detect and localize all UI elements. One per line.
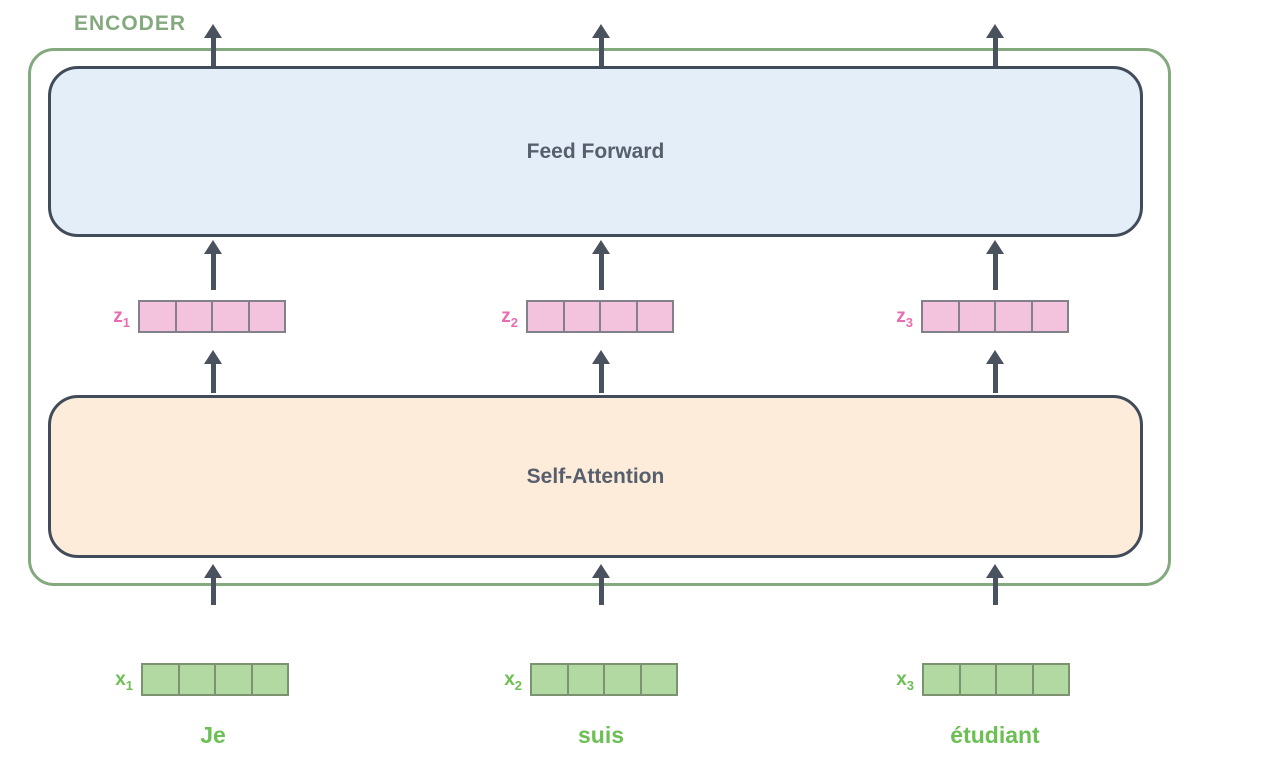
vector-cell [923, 302, 960, 331]
arrow-up-icon [592, 564, 610, 605]
vector-cell [177, 302, 213, 331]
vector-cells [141, 663, 289, 696]
feed-forward-label: Feed Forward [526, 139, 665, 163]
vector-cell [140, 302, 177, 331]
encoder-label: ENCODER [74, 12, 187, 35]
vector-cell [143, 665, 180, 694]
output-vector-label: z3 [896, 306, 913, 330]
vector-cells [526, 300, 674, 333]
vector-cell [638, 302, 673, 331]
vector-cell [996, 302, 1033, 331]
arrow-up-icon [592, 240, 610, 290]
vector-cell [180, 665, 216, 694]
vector-cell [1034, 665, 1069, 694]
vector-cell [960, 302, 996, 331]
input-vector-x3: x3 [876, 663, 1070, 696]
arrow-up-icon [204, 564, 222, 605]
vector-cell [605, 665, 642, 694]
vector-cell [216, 665, 253, 694]
feed-forward-block: Feed Forward [48, 66, 1143, 237]
vector-cell [253, 665, 288, 694]
vector-cell [997, 665, 1034, 694]
output-vector-label: z2 [501, 306, 518, 330]
input-vector-label: x2 [504, 669, 522, 693]
input-vector-label: x3 [896, 669, 914, 693]
vector-cell [1033, 302, 1068, 331]
arrow-up-icon [986, 564, 1004, 605]
arrow-up-icon [204, 24, 222, 66]
arrow-up-icon [204, 350, 222, 393]
vector-cell [213, 302, 250, 331]
vector-cells [922, 663, 1070, 696]
vector-cell [532, 665, 569, 694]
vector-cell [961, 665, 997, 694]
vector-cells [921, 300, 1069, 333]
vector-cell [601, 302, 638, 331]
output-vector-z2: z2 [480, 300, 674, 333]
vector-cells [138, 300, 286, 333]
output-vector-label: z1 [113, 306, 130, 330]
arrow-up-icon [592, 24, 610, 66]
input-vector-x2: x2 [484, 663, 678, 696]
arrow-up-icon [592, 350, 610, 393]
output-vector-z1: z1 [92, 300, 286, 333]
word-label: Je [200, 722, 226, 748]
self-attention-label: Self-Attention [526, 464, 665, 488]
arrow-up-icon [204, 240, 222, 290]
self-attention-block: Self-Attention [48, 395, 1143, 558]
vector-cell [642, 665, 677, 694]
arrow-up-icon [986, 240, 1004, 290]
vector-cell [569, 665, 605, 694]
word-label: étudiant [950, 722, 1040, 748]
input-vector-label: x1 [115, 669, 133, 693]
vector-cell [565, 302, 601, 331]
input-vector-x1: x1 [95, 663, 289, 696]
output-vector-z3: z3 [875, 300, 1069, 333]
arrow-up-icon [986, 24, 1004, 66]
vector-cell [528, 302, 565, 331]
arrow-up-icon [986, 350, 1004, 393]
vector-cells [530, 663, 678, 696]
vector-cell [250, 302, 285, 331]
word-label: suis [577, 722, 625, 748]
vector-cell [924, 665, 961, 694]
